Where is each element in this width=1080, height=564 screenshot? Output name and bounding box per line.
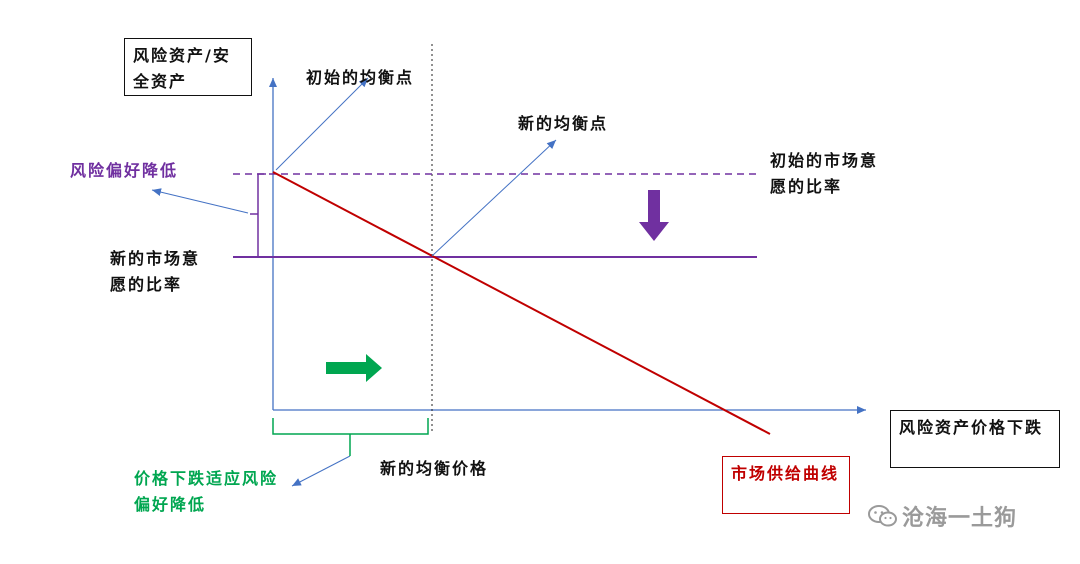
x-axis-label: 风险资产价格下跌 xyxy=(899,418,1044,437)
y-axis-label: 风险资产/安全资产 xyxy=(133,46,231,91)
green-right-arrow xyxy=(326,354,382,382)
ratio-change-bracket xyxy=(250,173,266,258)
price-drop-adapt-label: 价格下跌适应风险偏好降低 xyxy=(134,469,279,514)
initial-equilibrium-label: 初始的均衡点 xyxy=(306,68,415,87)
supply-curve-label: 市场供给曲线 xyxy=(731,464,840,483)
x-axis-label-box: 风险资产价格下跌 xyxy=(890,410,1060,468)
watermark: 沧海一土狗 xyxy=(868,500,1017,534)
initial-ratio-label: 初始的市场意愿的比率 xyxy=(770,151,879,196)
y-axis-label-box: 风险资产/安全资产 xyxy=(124,38,252,96)
price-range-bracket xyxy=(272,418,429,456)
new-equilibrium-label: 新的均衡点 xyxy=(518,114,609,133)
risk-preference-lower-label: 风险偏好降低 xyxy=(70,161,179,180)
purple-down-arrow xyxy=(639,190,669,241)
price-adapt-pointer xyxy=(291,455,351,487)
wechat-icon xyxy=(868,504,898,534)
new-ratio-label: 新的市场意愿的比率 xyxy=(110,249,201,294)
initial-equilibrium-pointer xyxy=(275,77,369,171)
new-equilibrium-price-label: 新的均衡价格 xyxy=(380,459,489,478)
risk-pref-pointer xyxy=(151,188,249,214)
supply-curve xyxy=(272,171,771,435)
watermark-text: 沧海一土狗 xyxy=(902,506,1018,531)
new-equilibrium-pointer xyxy=(431,139,557,257)
supply-curve-label-box: 市场供给曲线 xyxy=(722,456,850,514)
